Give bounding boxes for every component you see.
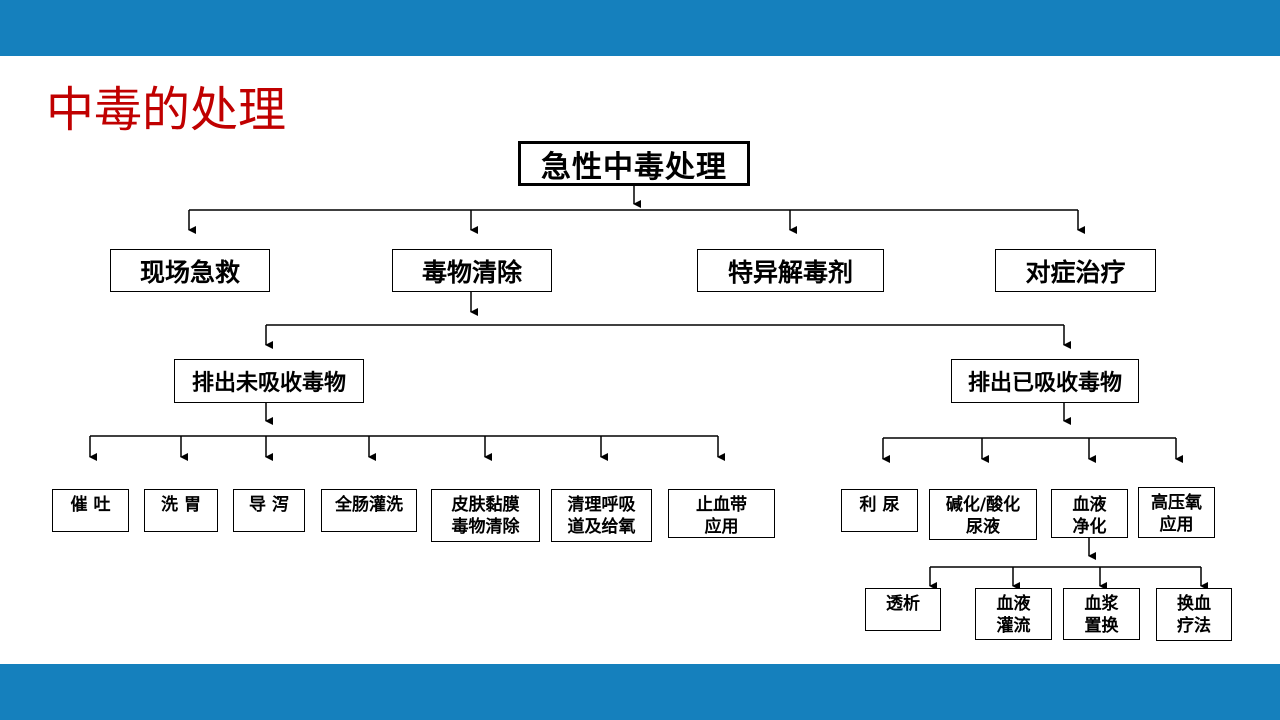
node-label: 特异解毒剂 <box>727 257 853 287</box>
node-blood-purification: 血液 净化 <box>1051 489 1128 538</box>
node-label: 毒物清除 <box>421 257 522 287</box>
node-airway-oxygen: 清理呼吸 道及给氧 <box>551 489 652 542</box>
slide-title: 中毒的处理 <box>46 82 287 138</box>
node-label: 排出已吸收毒物 <box>967 371 1122 396</box>
node-tourniquet: 止血带 应用 <box>668 489 775 538</box>
node-dialysis: 透析 <box>865 588 941 631</box>
root-node-label: 急性中毒处理 <box>541 149 727 185</box>
node-label: 利 尿 <box>859 495 900 515</box>
node-whole-bowel-irrigation: 全肠灌洗 <box>321 489 417 532</box>
node-exchange-transfusion: 换血 疗法 <box>1156 588 1232 641</box>
node-label: 排出未吸收毒物 <box>191 371 346 396</box>
root-node-acute-poisoning: 急性中毒处理 <box>518 141 750 186</box>
node-diuresis: 利 尿 <box>841 489 918 532</box>
node-symptomatic-treatment: 对症治疗 <box>995 249 1156 292</box>
top-banner <box>0 0 1280 56</box>
node-hyperbaric-oxygen: 高压氧 应用 <box>1138 487 1215 538</box>
node-gastric-lavage: 洗 胃 <box>144 489 218 532</box>
node-skin-mucosa-decontamination: 皮肤黏膜 毒物清除 <box>431 489 540 542</box>
node-label: 透析 <box>886 594 920 614</box>
node-label: 全肠灌洗 <box>335 495 403 515</box>
node-label: 催 吐 <box>70 495 111 515</box>
node-specific-antidote: 特异解毒剂 <box>697 249 884 292</box>
node-label: 现场急救 <box>139 257 240 287</box>
node-catharsis: 导 泻 <box>233 489 305 532</box>
node-label: 对症治疗 <box>1025 257 1126 287</box>
node-remove-absorbed: 排出已吸收毒物 <box>951 359 1139 403</box>
node-label: 血液 灌流 <box>996 594 1031 636</box>
node-label: 洗 胃 <box>161 495 201 515</box>
node-label: 碱化/酸化 尿液 <box>945 495 1021 537</box>
node-urine-alkalinization: 碱化/酸化 尿液 <box>929 489 1037 540</box>
node-label: 皮肤黏膜 毒物清除 <box>451 495 520 537</box>
node-hemoperfusion: 血液 灌流 <box>975 588 1052 640</box>
node-label: 换血 疗法 <box>1177 594 1211 636</box>
node-remove-unabsorbed: 排出未吸收毒物 <box>174 359 364 403</box>
node-toxin-removal: 毒物清除 <box>392 249 552 292</box>
node-label: 导 泻 <box>249 495 289 515</box>
node-plasma-exchange: 血浆 置换 <box>1063 588 1140 640</box>
node-label: 高压氧 应用 <box>1151 493 1202 535</box>
node-label: 血液 净化 <box>1072 495 1107 537</box>
node-label: 止血带 应用 <box>696 495 747 537</box>
node-label: 清理呼吸 道及给氧 <box>567 495 636 537</box>
bottom-banner <box>0 664 1280 720</box>
node-emesis: 催 吐 <box>52 489 129 532</box>
node-label: 血浆 置换 <box>1084 594 1119 636</box>
node-onsite-first-aid: 现场急救 <box>110 249 270 292</box>
